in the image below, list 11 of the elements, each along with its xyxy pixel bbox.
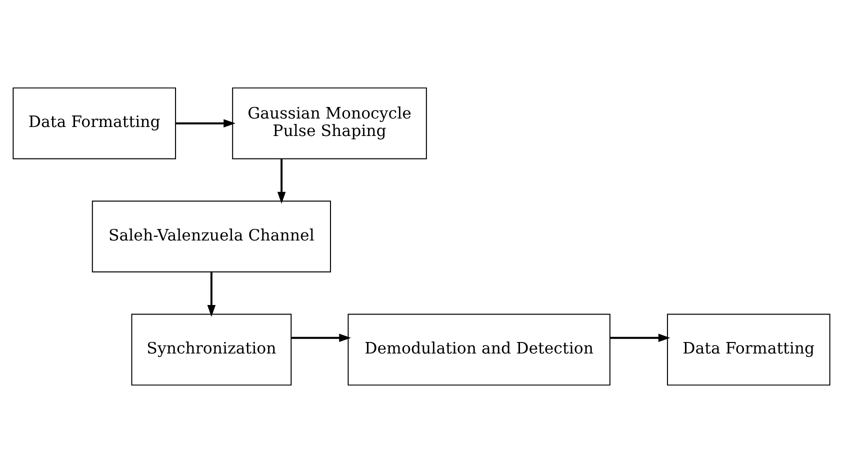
arrow bbox=[610, 333, 670, 342]
node-box: Data Formatting bbox=[12, 86, 176, 159]
node-box: Gaussian Monocycle Pulse Shaping bbox=[232, 86, 427, 159]
node-box: Saleh-Valenzuela Channel bbox=[92, 200, 331, 272]
arrow bbox=[277, 158, 286, 204]
arrow bbox=[291, 333, 351, 342]
node-box: Demodulation and Detection bbox=[348, 313, 610, 386]
arrow bbox=[176, 118, 236, 127]
node-box: Data Formatting bbox=[666, 313, 830, 386]
node-box: Synchronization bbox=[131, 313, 292, 386]
arrow bbox=[207, 272, 216, 316]
